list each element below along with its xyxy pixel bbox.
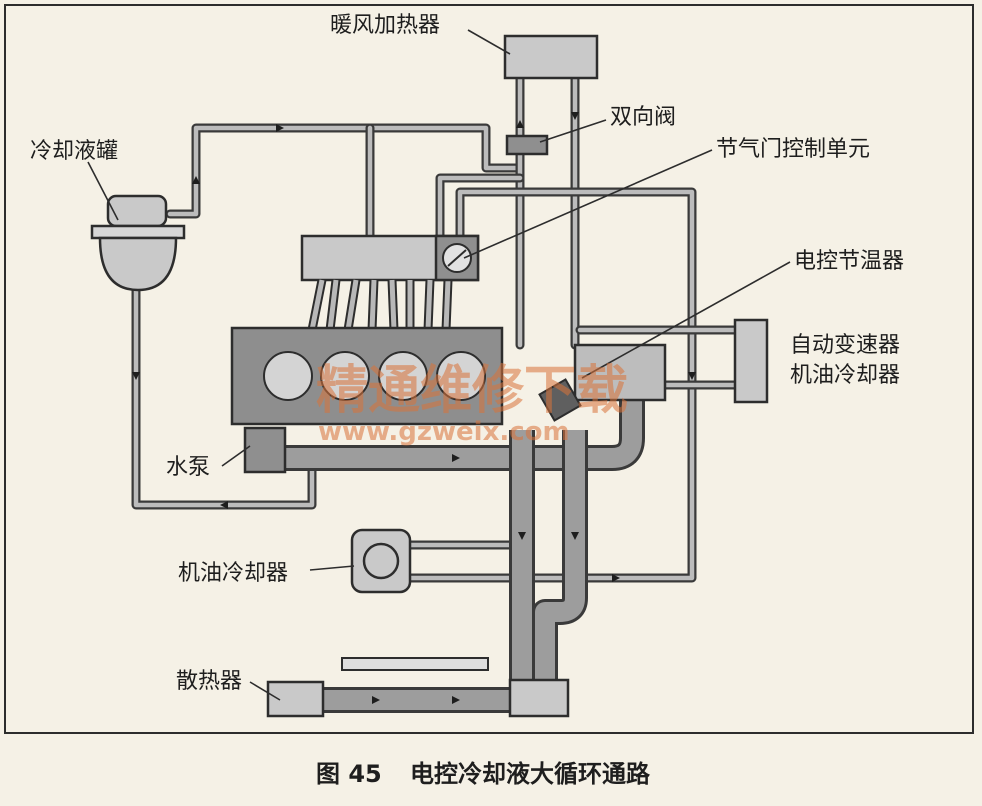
label-atf-cooler-line1: 自动变速器 [790, 333, 900, 358]
radiator [266, 680, 325, 718]
label-atf-cooler-line2: 机油冷却器 [790, 363, 900, 388]
intake-runners [307, 279, 453, 331]
coolant-tank [90, 194, 186, 292]
label-thermostat: 电控节温器 [794, 249, 904, 274]
engine-block [230, 326, 504, 426]
radiator-outlet-tank [508, 678, 570, 718]
diagram-frame [4, 4, 974, 734]
main-coolant-channels [270, 398, 645, 713]
figure-title: 电控冷却液大循环通路 [410, 760, 651, 788]
label-coolant-tank: 冷却液罐 [30, 139, 118, 164]
atf-oil-cooler [733, 318, 769, 404]
flow-arrows [132, 112, 696, 704]
label-heater: 暖风加热器 [330, 13, 440, 38]
label-two-way-valve: 双向阀 [610, 105, 676, 130]
water-pump [243, 426, 287, 474]
figure-number: 图 45 [316, 760, 382, 788]
label-radiator: 散热器 [176, 669, 242, 694]
heater-box [503, 34, 599, 80]
thermostat-housing [538, 343, 667, 422]
fan-icon [341, 657, 489, 671]
leader-lines [87, 29, 791, 701]
oil-cooler [350, 528, 412, 594]
throttle-control-unit [434, 234, 480, 282]
label-water-pump: 水泵 [166, 455, 210, 480]
watermark-url: www.gzweix.com [318, 417, 570, 447]
two-way-valve [505, 134, 549, 156]
label-throttle-unit: 节气门控制单元 [716, 137, 870, 162]
coolant-pipes [131, 73, 740, 583]
watermark-title: 精通维修下载 [316, 361, 628, 421]
label-oil-cooler: 机油冷却器 [178, 561, 288, 586]
